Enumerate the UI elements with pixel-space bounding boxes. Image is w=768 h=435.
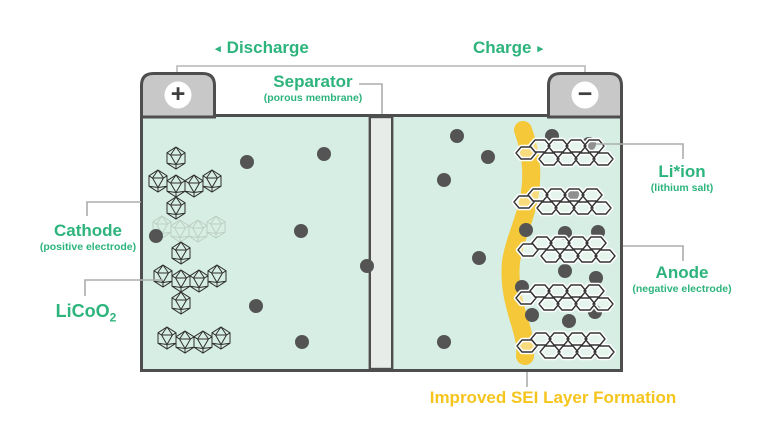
discharge-arrow-icon: ◂ bbox=[215, 42, 221, 55]
discharge-text: Discharge bbox=[226, 38, 309, 57]
licoo2-formula: LiCoO2 bbox=[55, 301, 117, 325]
anode-title: Anode bbox=[655, 263, 709, 282]
plus-icon: + bbox=[170, 80, 186, 108]
anode-subtitle: (negative electrode) bbox=[632, 282, 732, 295]
charge-label: Charge ▸ bbox=[473, 38, 543, 58]
cathode-leader-line bbox=[86, 201, 141, 216]
charge-text: Charge bbox=[472, 38, 532, 57]
leader-lines bbox=[84, 83, 684, 387]
separator-leader-line bbox=[359, 83, 383, 114]
liion-leader-line bbox=[596, 143, 684, 159]
separator-label: Separator (porous membrane) bbox=[264, 72, 363, 104]
lithium-ion-subtitle: (lithium salt) bbox=[650, 181, 714, 194]
cathode-label: Cathode (positive electrode) bbox=[40, 221, 136, 253]
charge-arrow-icon: ▸ bbox=[537, 42, 544, 55]
lithium-ion-label: Li*ion (lithium salt) bbox=[651, 162, 713, 194]
licoo2-subscript: 2 bbox=[109, 310, 117, 325]
separator-membrane bbox=[368, 115, 394, 371]
sei-layer-band bbox=[501, 121, 541, 365]
anode-leader-line bbox=[623, 245, 684, 261]
cathode-title: Cathode bbox=[54, 221, 122, 240]
anode-label: Anode (negative electrode) bbox=[632, 263, 731, 295]
negative-terminal-circle bbox=[571, 81, 599, 109]
separator-subtitle: (porous membrane) bbox=[263, 91, 363, 104]
licoo2-leader-line bbox=[84, 279, 163, 296]
cathode-subtitle: (positive electrode) bbox=[39, 240, 137, 253]
cathode-material-label: LiCoO2 bbox=[56, 301, 117, 325]
terminal-bracket-line bbox=[176, 65, 586, 74]
positive-terminal-circle bbox=[164, 81, 192, 109]
lithium-ion-title: Li*ion bbox=[658, 162, 706, 181]
discharge-label: ◂ Discharge bbox=[215, 38, 309, 58]
separator-title: Separator bbox=[273, 72, 353, 91]
sei-label: Improved SEI Layer Formation bbox=[429, 388, 677, 407]
minus-icon: − bbox=[577, 80, 593, 108]
